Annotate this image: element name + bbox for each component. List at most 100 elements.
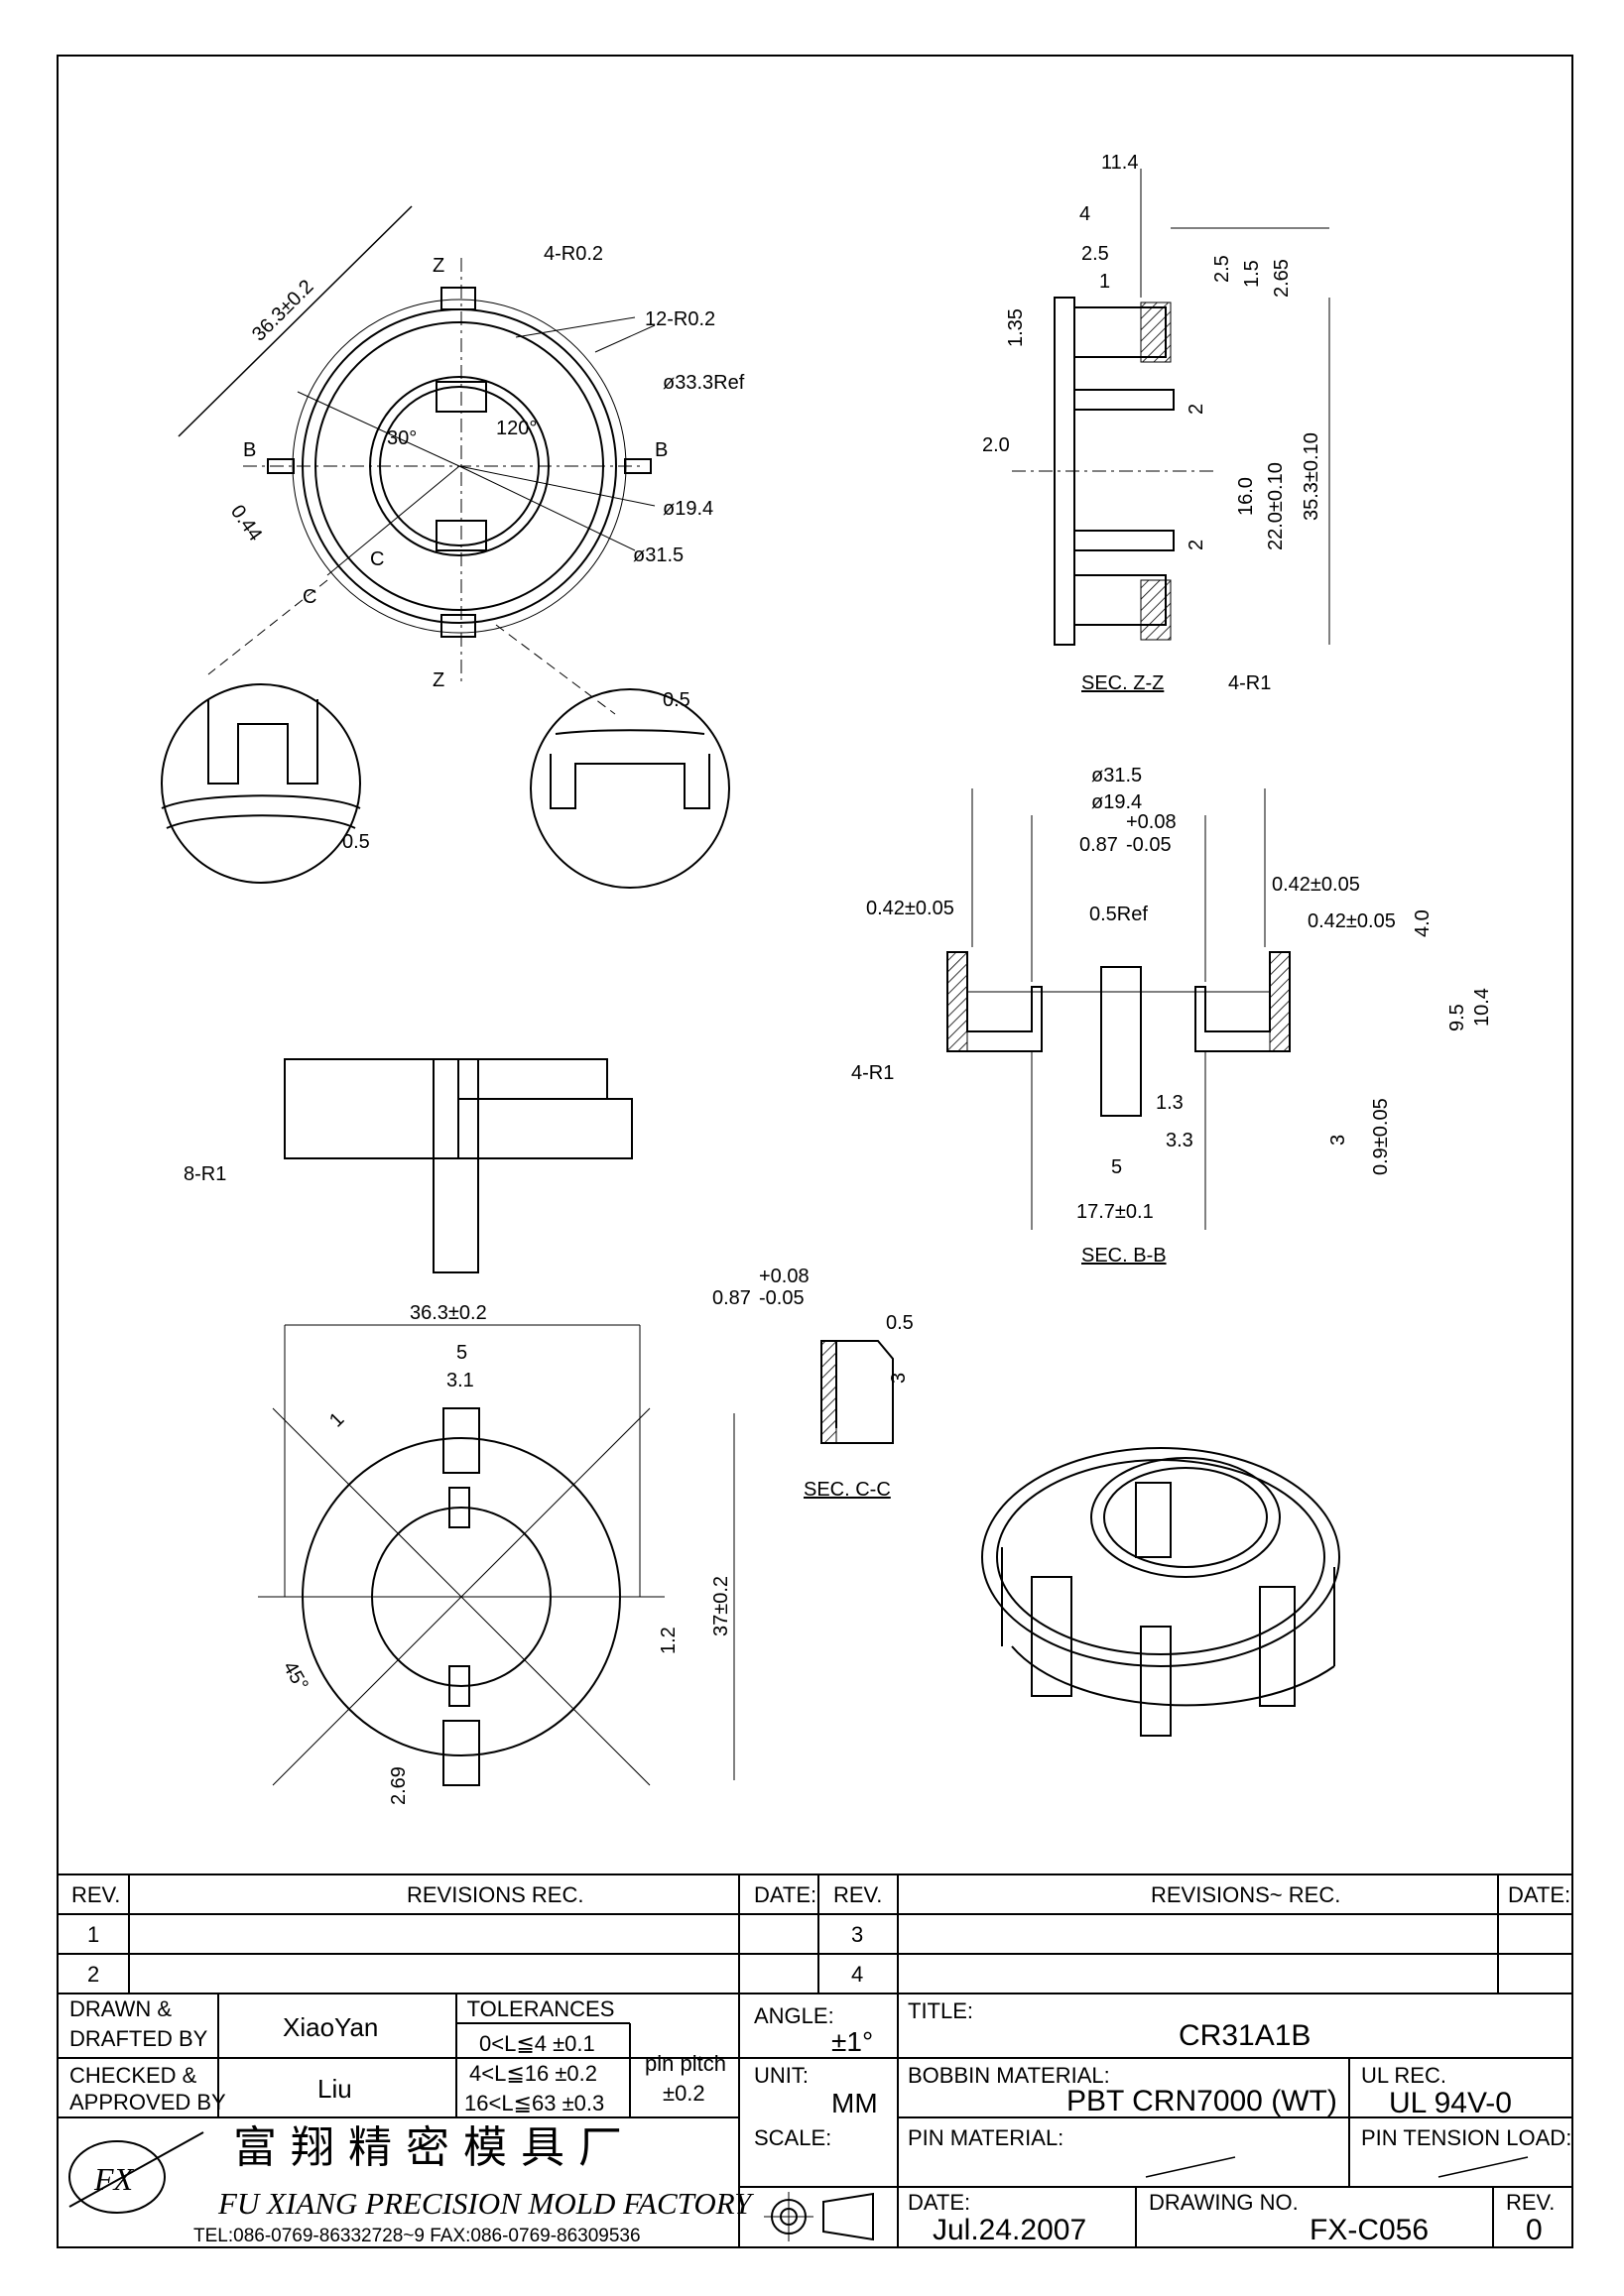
sec-bb-hatch-left [946, 951, 968, 1052]
tb-pin-pitch-label: pin pitch [645, 2051, 726, 2076]
tb-checked-by: Liu [317, 2074, 352, 2104]
bb-tol-minus: -0.05 [1126, 834, 1172, 856]
sec-bb-title: SEC. B-B [1081, 1245, 1167, 1267]
sec-zz-title: SEC. Z-Z [1081, 672, 1164, 694]
zz-265: 2.65 [1271, 259, 1293, 298]
tb-angle-value: ±1° [831, 2026, 873, 2057]
zz-114: 11.4 [1101, 152, 1138, 174]
tb-tolerances-label: TOLERANCES [467, 1996, 615, 2021]
bot-269: 2.69 [388, 1766, 410, 1805]
tb-tol-3: 16<L≦63 ±0.3 [464, 2091, 604, 2115]
bb-042-right-mid: 0.42±0.05 [1308, 910, 1396, 932]
bb-042-left: 0.42±0.05 [866, 898, 954, 919]
bottom-view [258, 1324, 735, 1786]
bb-40: 4.0 [1412, 909, 1434, 937]
top-label-044: 0.44 [226, 501, 266, 545]
detail-left [161, 683, 361, 884]
tb-revisions-header: REVISIONS REC. [407, 1882, 583, 1907]
top-label-120: 120° [496, 418, 537, 439]
bb-087: 0.87 [1079, 834, 1118, 856]
top-label-b-right: B [655, 439, 668, 461]
projection-symbol [764, 2192, 874, 2241]
tb-drawn-label-1: DRAWN & [69, 1996, 172, 2021]
top-label-d194: ø19.4 [663, 498, 713, 520]
tb-title-label: TITLE: [908, 1998, 973, 2023]
bb-d315: ø31.5 [1091, 765, 1142, 786]
bb-177: 17.7±0.1 [1076, 1201, 1154, 1223]
zz-25: 2.5 [1081, 243, 1109, 265]
bb-042-right-top: 0.42±0.05 [1272, 874, 1360, 896]
tb-rev-row-1: 1 [87, 1922, 99, 1947]
tb-ul-value: UL 94V-0 [1389, 2087, 1512, 2119]
bb-13: 1.3 [1156, 1092, 1184, 1114]
tb-ul-label: UL REC. [1361, 2063, 1446, 2088]
top-label-z-bottom: Z [433, 669, 444, 691]
detail-right-05: 0.5 [663, 689, 690, 711]
top-label-z-top: Z [433, 255, 444, 277]
top-label-c-left: C [303, 586, 316, 608]
zz-135: 1.35 [1005, 308, 1027, 347]
tb-revisions-header-2: REVISIONS~ REC. [1151, 1882, 1340, 1907]
zz-2-lower: 2 [1186, 540, 1207, 550]
zz-20: 2.0 [982, 434, 1010, 456]
tb-date-label: DATE: [908, 2190, 970, 2215]
title-block-grid [58, 1873, 1572, 2247]
isometric-view [981, 1447, 1340, 1737]
top-label-30: 30° [387, 427, 417, 449]
tb-date-header: DATE: [754, 1882, 816, 1907]
sec-zz-view [1012, 169, 1330, 646]
bb-05ref: 0.5Ref [1089, 904, 1148, 925]
tb-checked-label-1: CHECKED & [69, 2063, 197, 2088]
detail-right [530, 688, 730, 889]
tb-rev-header-2: REV. [833, 1882, 882, 1907]
side-8r1: 8-R1 [184, 1163, 226, 1185]
top-label-b-left: B [243, 439, 256, 461]
tb-drawn-label-2: DRAFTED BY [69, 2026, 208, 2051]
tb-pin-tension-label: PIN TENSION LOAD: [1361, 2125, 1571, 2150]
tb-pin-tension-blank [1437, 2156, 1529, 2178]
top-view [178, 205, 656, 715]
zz-353: 35.3±0.10 [1301, 432, 1322, 521]
tb-tol-1: 0<L≦4 ±0.1 [479, 2031, 595, 2056]
bb-09: 0.9±0.05 [1370, 1098, 1392, 1175]
sec-cc-title: SEC. C-C [804, 1479, 891, 1501]
top-label-d333: ø33.3Ref [663, 372, 745, 394]
company-name-en: FU XIANG PRECISION MOLD FACTORY [217, 2186, 754, 2221]
sec-zz-hatch-top [1140, 302, 1172, 363]
zz-15: 1.5 [1241, 260, 1263, 288]
tb-drawing-no-value: FX-C056 [1310, 2214, 1429, 2246]
company-logo [68, 2131, 204, 2214]
detail-left-05: 0.5 [342, 831, 370, 853]
tb-rev-row-2: 2 [87, 1962, 99, 1987]
top-label-4r02: 4-R0.2 [544, 243, 603, 265]
zz-1: 1 [1099, 271, 1110, 293]
cc-tol-minus: -0.05 [759, 1287, 805, 1309]
tb-pin-material-label: PIN MATERIAL: [908, 2125, 1063, 2150]
tb-title-value: CR31A1B [1179, 2019, 1311, 2052]
drawing-border [57, 55, 1573, 2248]
tb-rev-label: REV. [1506, 2190, 1555, 2215]
sec-bb-hatch-right [1269, 951, 1291, 1052]
bb-tol-plus: +0.08 [1126, 811, 1177, 833]
top-label-d315: ø31.5 [633, 544, 684, 566]
bb-4r1: 4-R1 [851, 1062, 894, 1084]
zz-160: 16.0 [1235, 477, 1257, 516]
tb-rev-row-4: 4 [851, 1962, 863, 1987]
tb-tol-2: 4<L≦16 ±0.2 [469, 2061, 597, 2086]
company-logo-text: FX [93, 2161, 135, 2197]
sec-zz-hatch-bottom [1140, 579, 1172, 641]
tb-drawing-no-label: DRAWING NO. [1149, 2190, 1299, 2215]
zz-25-vert: 2.5 [1211, 255, 1233, 283]
company-name-cn: 富翔精密模具厂 [233, 2122, 636, 2173]
tb-bobbin-label: BOBBIN MATERIAL: [908, 2063, 1110, 2088]
cc-05: 0.5 [886, 1312, 914, 1334]
bb-5: 5 [1111, 1156, 1122, 1178]
tb-unit-value: MM [831, 2088, 878, 2118]
bot-363: 36.3±0.2 [410, 1302, 487, 1324]
tb-date-value: Jul.24.2007 [933, 2214, 1086, 2246]
tb-drawn-by: XiaoYan [283, 2012, 378, 2042]
zz-2-upper: 2 [1186, 404, 1207, 415]
tb-rev-header: REV. [71, 1882, 120, 1907]
tb-bobbin-value: PBT CRN7000 (WT) [1066, 2085, 1337, 2117]
